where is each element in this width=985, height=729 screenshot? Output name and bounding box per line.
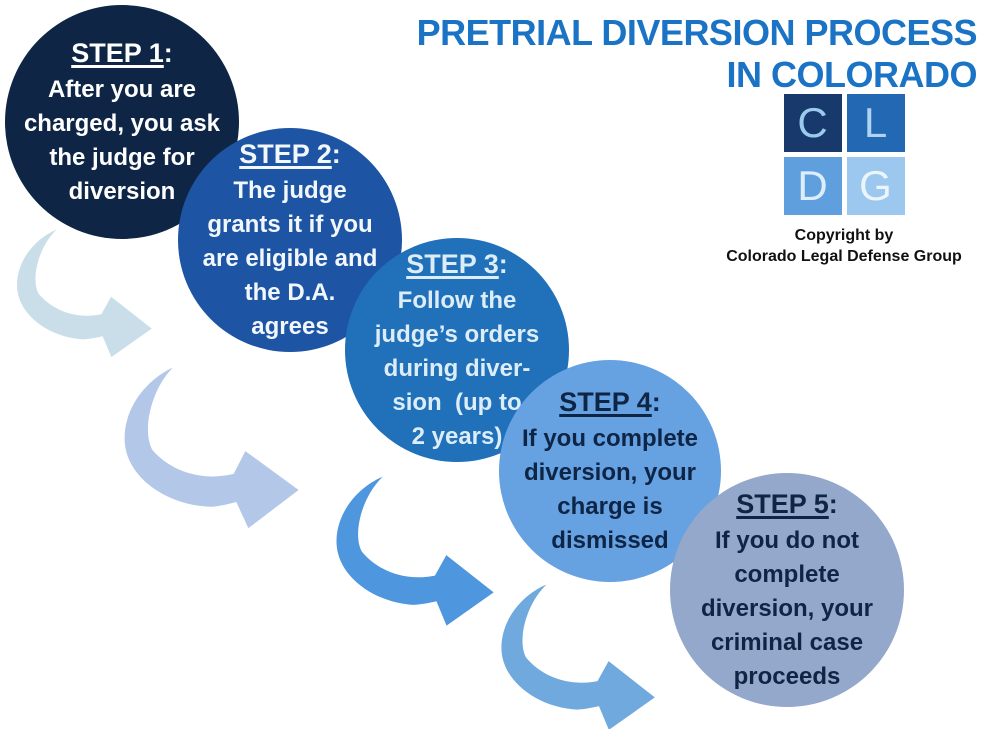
step-2-line: are eligible and	[202, 245, 378, 272]
step-1-line: After you are	[47, 76, 197, 103]
step-4-header: STEP 4:	[559, 384, 661, 420]
step-5-header: STEP 5:	[736, 486, 838, 522]
step-4-line: If you complete	[521, 425, 699, 452]
step-5-line: If you do not	[715, 527, 859, 554]
copyright-line-2: Colorado Legal Defense Group	[726, 248, 962, 265]
step-5-line: proceeds	[733, 663, 841, 690]
arrow-2-3-swoosh-icon	[124, 367, 299, 529]
step-1-line: diversion	[68, 178, 176, 205]
step-1-line: charged, you ask	[23, 110, 221, 137]
step-2-line: the D.A.	[244, 279, 336, 306]
step-3-line: judge’s orders	[374, 321, 540, 348]
page-title: PRETRIAL DIVERSION PROCESS IN COLORADO	[416, 12, 978, 96]
copyright-text: Copyright by Colorado Legal Defense Grou…	[726, 225, 962, 267]
step-5-line: diversion, your	[700, 595, 874, 622]
step-1-colon: :	[163, 38, 173, 68]
arrow-3-4-swoosh-icon	[336, 476, 494, 626]
logo-square-d: D	[783, 157, 842, 215]
page-title-line-2: IN COLORADO	[726, 54, 978, 95]
step-2-header: STEP 2:	[239, 136, 341, 172]
step-4-line: charge is	[557, 493, 663, 520]
step-3-line: during diver-	[383, 355, 531, 382]
logo-square-c: C	[783, 94, 842, 152]
step-5-line: criminal case	[710, 629, 864, 656]
step-4-line: dismissed	[551, 527, 669, 554]
step-2-line: grants it if you	[207, 211, 373, 238]
brand-block: C L D G Copyright by Colorado Legal Defe…	[709, 94, 979, 267]
step-1-line: the judge for	[49, 144, 195, 171]
step-2-label: STEP 2	[239, 139, 332, 169]
step-3-line: sion (up to	[392, 389, 522, 416]
step-2-colon: :	[331, 139, 341, 169]
step-3-line: Follow the	[397, 287, 517, 314]
step-2-line: agrees	[251, 313, 329, 340]
step-4-label: STEP 4	[559, 387, 652, 417]
step-3-header: STEP 3:	[406, 246, 508, 282]
step-3-colon: :	[498, 249, 508, 279]
step-2-line: The judge	[233, 177, 347, 204]
step-5-colon: :	[828, 489, 838, 519]
page-title-line-1: PRETRIAL DIVERSION PROCESS	[416, 12, 978, 53]
step-3-label: STEP 3	[406, 249, 499, 279]
step-1-label: STEP 1	[71, 38, 164, 68]
step-5-line: complete	[734, 561, 840, 588]
step-1-header: STEP 1:	[71, 35, 173, 71]
arrow-1-2-swoosh-icon	[17, 229, 152, 358]
logo-square-g: G	[846, 157, 905, 215]
copyright-line-1: Copyright by	[794, 227, 894, 244]
cldg-logo: C L D G	[783, 94, 905, 215]
step-3-line: 2 years)	[411, 423, 503, 450]
step-4-circle: STEP 4: If you complete diversion, your …	[499, 360, 721, 582]
logo-square-l: L	[846, 94, 905, 152]
arrow-4-5-swoosh-icon	[501, 584, 655, 729]
step-4-colon: :	[651, 387, 661, 417]
step-4-line: diversion, your	[523, 459, 697, 486]
step-2-circle: STEP 2: The judge grants it if you are e…	[178, 128, 402, 352]
step-5-label: STEP 5	[736, 489, 829, 519]
step-5-circle: STEP 5: If you do not complete diversion…	[670, 473, 904, 707]
